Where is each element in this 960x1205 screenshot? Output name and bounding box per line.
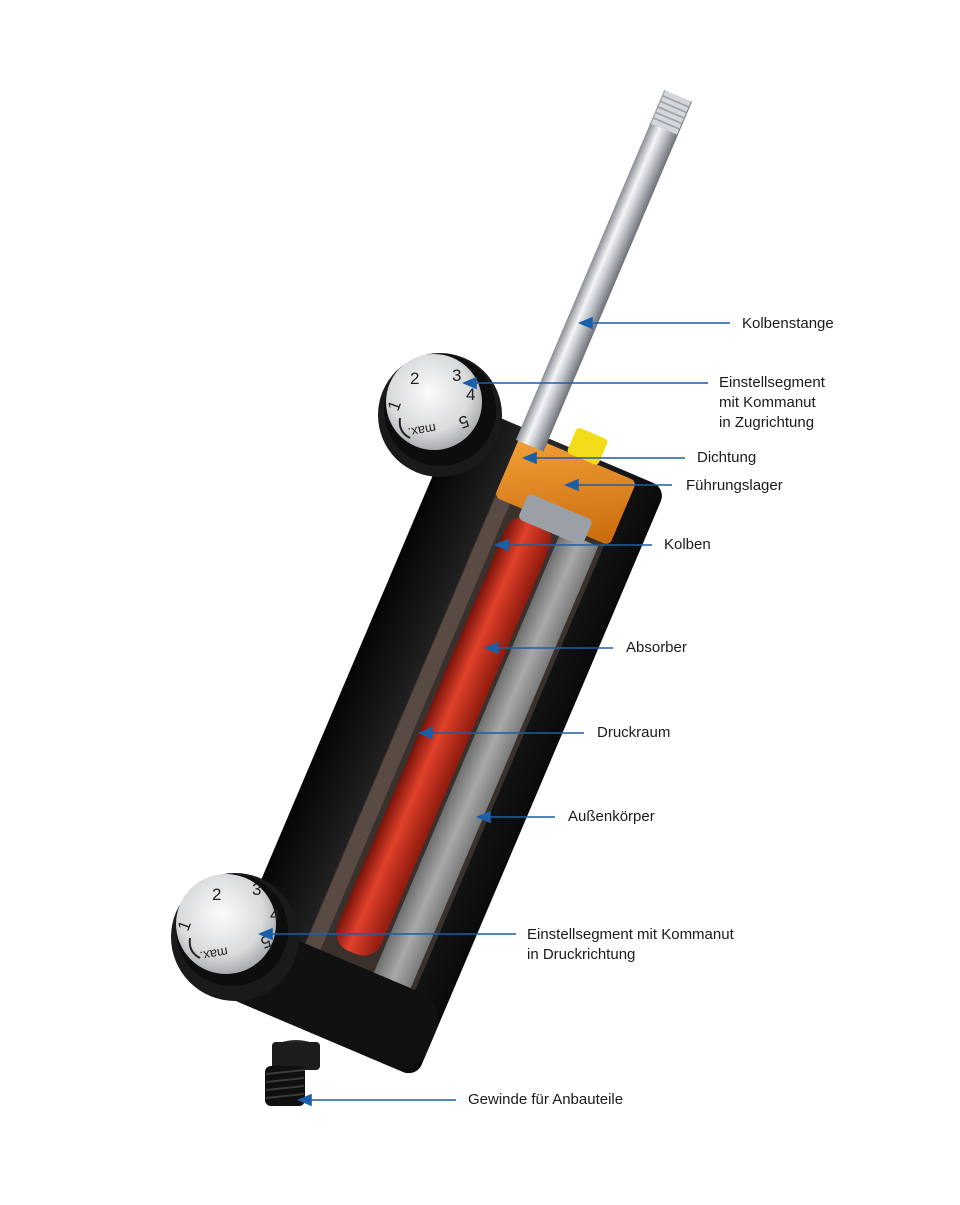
label-kolbenstange: Kolbenstange xyxy=(742,315,834,332)
dial-top-number: 4 xyxy=(466,385,475,404)
label-gewinde: Gewinde für Anbauteile xyxy=(468,1091,624,1108)
label-druckraum: Druckraum xyxy=(597,724,671,741)
label-aussenkoerper: Außenkörper xyxy=(568,808,655,825)
dial-top-number: 3 xyxy=(452,366,461,385)
label-einstellsegment-druck: Einstellsegment mit Kommanut in Druckric… xyxy=(527,925,734,965)
piston xyxy=(519,494,592,545)
label-einstellsegment-zug-line2: mit Kommanut xyxy=(719,394,816,411)
dial-bottom-number: 4 xyxy=(270,905,279,924)
label-dichtung: Dichtung xyxy=(697,449,757,466)
outer-body xyxy=(218,406,662,1074)
label-einstellsegment-zug-line1: Einstellsegment xyxy=(719,374,825,391)
pressure-chamber xyxy=(336,516,552,956)
dial-bottom-number: 3 xyxy=(252,880,261,899)
dial-bottom[interactable]: 1 2 3 4 5 max. xyxy=(171,873,299,1001)
leader-lines xyxy=(257,316,730,1107)
absorber-element xyxy=(373,530,599,989)
dial-bottom-number: 2 xyxy=(212,885,221,904)
label-einstellsegment-zug-line3: in Zugrichtung xyxy=(719,414,815,431)
dial-bottom-max: max. xyxy=(199,944,229,964)
dial-top-number: 2 xyxy=(410,369,419,388)
label-einstellsegment-druck-line1: Einstellsegment mit Kommanut xyxy=(527,926,734,943)
label-fuehrungslager: Führungslager xyxy=(686,477,783,494)
label-kolben: Kolben xyxy=(664,536,711,553)
dial-top[interactable]: 1 2 3 4 5 max. xyxy=(378,353,502,477)
piston-rod xyxy=(515,90,692,452)
label-absorber: Absorber xyxy=(626,639,687,656)
label-einstellsegment-zug: Einstellsegment mit Kommanut in Zugricht… xyxy=(719,373,825,433)
dial-top-max: max. xyxy=(407,421,437,441)
label-einstellsegment-druck-line2: in Druckrichtung xyxy=(527,946,636,963)
seal xyxy=(567,427,608,465)
mounting-thread xyxy=(265,1040,320,1106)
